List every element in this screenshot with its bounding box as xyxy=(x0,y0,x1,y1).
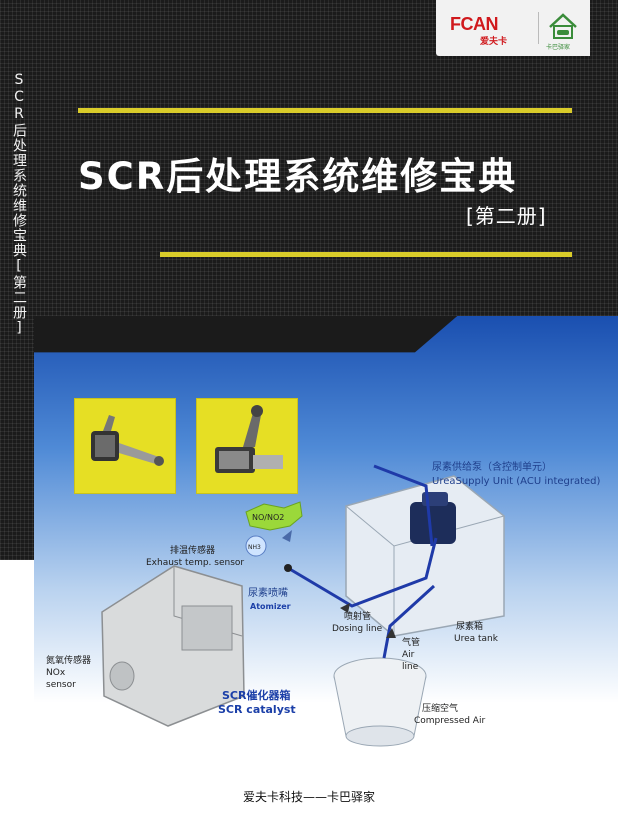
compressed-air-label-cn: 压缩空气 xyxy=(422,704,459,714)
nox-sensor-label-cn: 氮氧传感器 xyxy=(46,656,92,666)
supply-line xyxy=(373,464,434,547)
nox-gas-label: NO/NO2 xyxy=(252,513,285,522)
air-arrow xyxy=(386,628,396,638)
compressed-air-label-en: Compressed Air xyxy=(414,716,486,726)
partner-logo-text: 卡巴驿家 xyxy=(546,45,571,51)
fcan-logo-subtext: 爱夫卡 xyxy=(480,36,508,46)
exhaust-temp-label-cn: 排温传感器 xyxy=(170,546,216,556)
exhaust-temp-label-en: Exhaust temp. sensor xyxy=(146,558,245,568)
scr-catalyst-label-en: SCR catalyst xyxy=(218,703,296,716)
nox-sensor-label-en-1: NOx xyxy=(46,668,66,678)
urea-tank-shape xyxy=(345,475,505,637)
atomizer-label-en: Atomizer xyxy=(250,602,291,611)
urea-tank-label-en: Urea tank xyxy=(454,634,498,644)
supply-unit-label-en: UreaSupply Unit (ACU integrated) xyxy=(432,476,601,487)
nh3-bubble xyxy=(245,535,267,557)
fcan-logo: FCAN xyxy=(450,14,499,34)
accent-bar-bottom xyxy=(160,252,572,257)
urea-tank-label-cn: 尿素箱 xyxy=(456,622,484,632)
atomizer-point xyxy=(284,564,292,572)
product-photo-pump xyxy=(74,398,176,494)
dosing-line-label-cn: 喷射管 xyxy=(344,612,372,622)
scr-catalyst-shape xyxy=(101,565,245,727)
scr-system-diagram: 排温传感器 Exhaust temp. sensor NO/NO2 NH3 尿素… xyxy=(34,316,618,756)
scr-catalyst-label-cn: SCR催化器箱 xyxy=(222,689,291,702)
dosing-arrow xyxy=(340,603,350,613)
logo-area: FCAN 爱夫卡 卡巴驿家 xyxy=(436,0,590,56)
logo-divider xyxy=(538,12,539,44)
product-photo-doser xyxy=(196,398,298,494)
air-line xyxy=(382,584,436,659)
house-icon xyxy=(549,13,577,39)
dosing-line xyxy=(287,537,438,608)
book-title: SCR后处理系统维修宝典 xyxy=(78,155,518,198)
air-line-label-en-2: line xyxy=(402,662,419,672)
air-line-label-cn: 气管 xyxy=(402,638,421,648)
air-line-label-en-1: Air xyxy=(402,650,415,660)
diagram-drawing xyxy=(101,464,505,747)
dosing-line-label-en: Dosing line xyxy=(332,624,383,634)
supply-unit-label-cn: 尿素供给泵（含控制单元） xyxy=(432,462,552,473)
nox-sensor-label-en-2: sensor xyxy=(46,680,76,690)
footer-publisher: 爱夫卡科技——卡巴驿家 xyxy=(242,790,375,804)
volume-label: [第二册] xyxy=(466,204,547,228)
atomizer-label-cn: 尿素喷嘴 xyxy=(248,588,288,599)
gas-arrow xyxy=(282,530,292,542)
nox-gas-burst xyxy=(245,501,303,531)
compressed-air-cylinder xyxy=(333,657,427,747)
spine-title: SCR后处理系统维修宝典[第二册] xyxy=(11,72,27,337)
accent-bar-top xyxy=(78,108,572,113)
nh3-label: NH3 xyxy=(248,544,261,551)
